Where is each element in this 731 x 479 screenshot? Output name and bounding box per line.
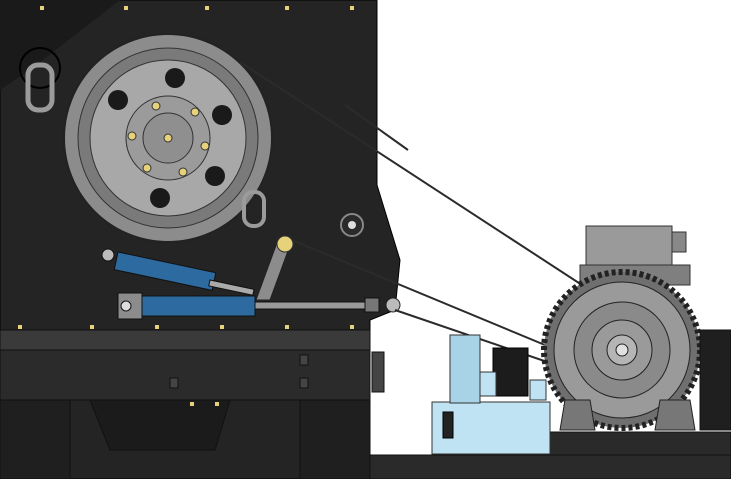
flywheel-hole-4 — [150, 188, 170, 208]
motor-terminal-gland — [671, 231, 687, 253]
frame-base-left — [0, 399, 71, 479]
hpu-gauge — [442, 411, 454, 439]
cylinder-lower-body — [139, 295, 256, 317]
belt-idler-lower — [385, 297, 401, 313]
frame-lower-beam-2 — [0, 349, 371, 401]
frame-lower-beam — [0, 329, 371, 351]
cylinder-lower-rod — [254, 301, 366, 310]
bolt-icon — [285, 6, 289, 10]
motor-rear — [699, 329, 731, 431]
belt-tensioner — [255, 213, 401, 313]
bolt-icon — [190, 107, 200, 117]
bolt-icon — [40, 6, 44, 10]
hpu-motor — [492, 347, 529, 397]
frame-bolts — [18, 6, 354, 406]
bolt-icon — [127, 131, 137, 141]
bolt-icon — [350, 6, 354, 10]
flywheel-hole-2 — [212, 105, 232, 125]
bolt-icon — [350, 325, 354, 329]
cylinder-upper-rod — [208, 279, 255, 296]
bolt-icon — [18, 325, 22, 329]
frame-base-right — [299, 399, 371, 479]
motor-terminal-box — [585, 225, 673, 267]
flywheel-hole-5 — [108, 90, 128, 110]
hpu-valve-block — [449, 334, 481, 404]
hydraulic-cylinder-icon — [117, 292, 380, 320]
bolt-icon — [151, 101, 161, 111]
bolt-icon — [178, 167, 188, 177]
hpu-pump — [479, 371, 497, 397]
flywheel-hole-1 — [165, 68, 185, 88]
bolt-icon — [220, 325, 224, 329]
motor-foot-right — [654, 399, 696, 431]
tensioner-pivot — [276, 235, 294, 253]
motor-foot — [559, 399, 596, 431]
bolt-icon — [90, 325, 94, 329]
bolt-icon — [215, 402, 219, 406]
frame-hopper — [89, 399, 231, 451]
bolt-icon — [155, 325, 159, 329]
bolt-icon — [190, 402, 194, 406]
flywheel-hole-3 — [205, 166, 225, 186]
flywheel-center — [163, 133, 173, 143]
hub-bolts — [127, 101, 210, 177]
flywheel — [63, 33, 273, 243]
lifting-eye-icon — [242, 190, 266, 228]
motor-icon — [541, 225, 731, 431]
bolt-icon — [205, 6, 209, 10]
bottom-rail — [369, 454, 731, 479]
hydraulic-cylinder-icon — [101, 248, 255, 296]
bolt-icon — [285, 325, 289, 329]
bolt-icon — [124, 6, 128, 10]
motor-shaft — [615, 343, 629, 357]
lifting-eye-icon — [19, 47, 61, 113]
bolt-icon — [142, 163, 152, 173]
bolt-icon — [200, 141, 210, 151]
frame-connectors — [169, 351, 385, 393]
hpu-filler — [529, 379, 547, 401]
hydraulic-power-unit — [431, 334, 551, 455]
